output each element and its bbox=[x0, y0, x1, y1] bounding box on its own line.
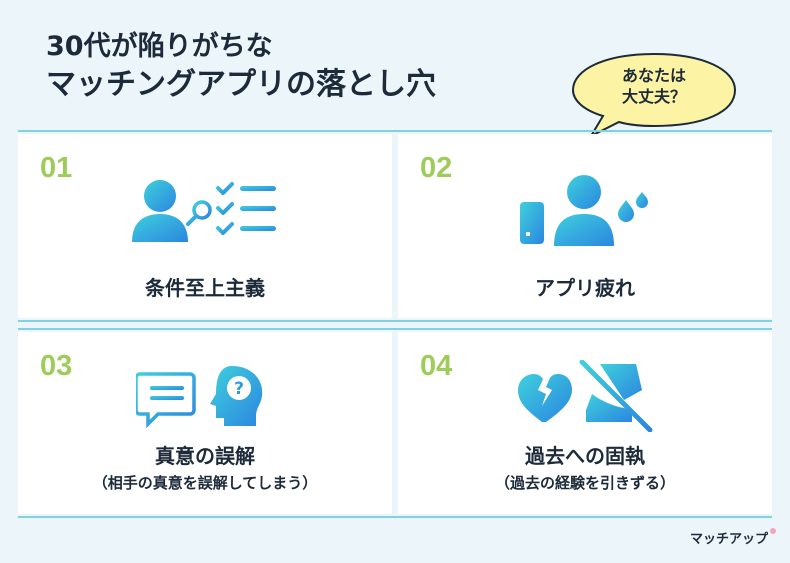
pitfall-card-01: 01 条件至上主義 bbox=[18, 134, 392, 318]
card-sublabel: （過去の経験を引きずる） bbox=[494, 474, 675, 492]
divider bbox=[18, 320, 772, 322]
card-label: アプリ疲れ bbox=[535, 276, 635, 300]
chat-question-head-icon: ? bbox=[136, 366, 263, 429]
broken-heart-shoe-icon bbox=[518, 360, 653, 432]
card-number: 02 bbox=[420, 152, 453, 184]
speech-bubble-icon bbox=[571, 52, 737, 138]
speech-bubble: あなたは 大丈夫？ bbox=[569, 50, 739, 138]
card-number: 01 bbox=[40, 152, 73, 184]
brand-logo-text: マッチアップ bbox=[690, 532, 769, 547]
pitfall-card-02: 02 アプリ疲れ bbox=[398, 134, 772, 318]
card-label: 条件至上主義 bbox=[145, 276, 265, 300]
page-title: 30代が陥りがちな マッチングアプリの落とし穴 bbox=[46, 30, 436, 103]
card-number: 04 bbox=[420, 350, 453, 382]
card-number: 03 bbox=[40, 350, 73, 382]
brand-logo: マッチアップ bbox=[690, 528, 777, 547]
divider bbox=[18, 516, 772, 518]
tired-user-phone-icon bbox=[520, 175, 648, 246]
divider bbox=[18, 130, 772, 132]
bubble-line-2: 大丈夫？ bbox=[621, 86, 686, 106]
svg-text:?: ? bbox=[234, 379, 244, 399]
card-label: 真意の誤解 bbox=[155, 444, 255, 468]
pitfall-card-03: 03 ? 真意の誤解 （相手の真意を誤解してしまう） bbox=[18, 332, 392, 514]
card-sublabel: （相手の真意を誤解してしまう） bbox=[92, 474, 318, 492]
pitfall-card-04: 04 過去への固執 （過去の経験を引きずる） bbox=[398, 332, 772, 514]
card-label: 過去への固執 bbox=[525, 444, 645, 468]
logo-dot-icon bbox=[770, 528, 777, 534]
divider bbox=[18, 328, 772, 330]
title-line-2: マッチングアプリの落とし穴 bbox=[46, 66, 436, 102]
title-line-1: 30代が陥りがちな bbox=[46, 31, 273, 62]
bubble-line-1: あなたは bbox=[621, 66, 686, 85]
user-search-checklist-icon bbox=[132, 180, 276, 242]
